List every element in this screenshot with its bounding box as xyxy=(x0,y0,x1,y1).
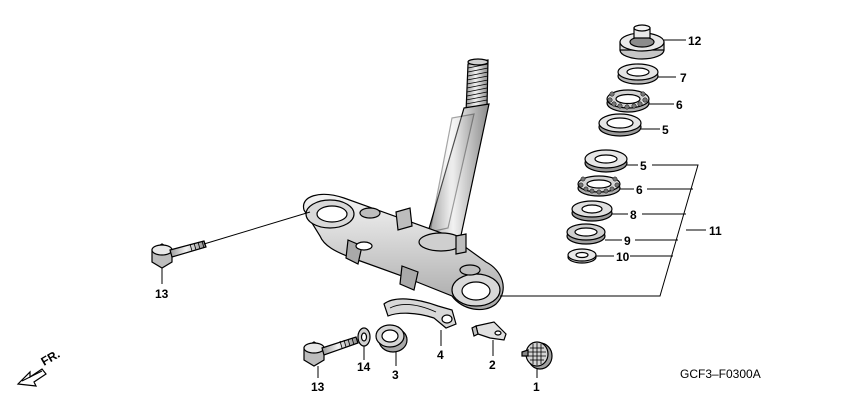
lower-bearing-stack xyxy=(566,149,628,264)
callout-3: 3 xyxy=(392,368,399,382)
steering-stem xyxy=(302,58,504,311)
leader-lines xyxy=(161,39,706,378)
dust-seal-part-7 xyxy=(617,63,659,85)
callout-11: 11 xyxy=(709,224,722,238)
callout-8: 8 xyxy=(630,208,637,222)
bearing-race-part-8 xyxy=(571,200,613,222)
callout-2: 2 xyxy=(489,358,496,372)
bearing-race-part-5-upper xyxy=(598,113,642,137)
callout-5-lower: 5 xyxy=(640,159,647,173)
guide-part-3 xyxy=(375,324,408,353)
callout-4: 4 xyxy=(437,348,444,362)
callout-10: 10 xyxy=(616,250,630,264)
callout-13-lower: 13 xyxy=(311,380,325,394)
washer-part-14 xyxy=(357,327,371,347)
callout-labels: 12 7 6 5 5 6 8 9 10 11 13 13 14 3 4 2 1 xyxy=(155,34,722,394)
front-marker-label: FR. xyxy=(39,347,63,369)
callout-6-upper: 6 xyxy=(676,98,683,112)
bearing-race-part-5-lower xyxy=(584,149,628,173)
dust-seal-part-9 xyxy=(566,223,606,245)
callout-6-lower: 6 xyxy=(636,183,643,197)
callout-14: 14 xyxy=(357,360,371,374)
ball-bearing-part-6-upper xyxy=(606,89,650,113)
washer-part-10 xyxy=(567,248,597,264)
cable-guide-part-4 xyxy=(383,298,457,329)
front-direction-marker: FR. xyxy=(16,347,63,387)
bolt-part-13-lower xyxy=(303,336,359,367)
callout-1: 1 xyxy=(533,380,540,394)
callout-13-upper: 13 xyxy=(155,287,169,301)
upper-bearing-stack xyxy=(598,24,665,137)
cap-part-1 xyxy=(521,341,553,370)
bracket-part-2 xyxy=(471,321,507,341)
ball-bearing-part-6-lower xyxy=(577,175,621,197)
bolt-part-13-upper xyxy=(151,240,207,269)
diagram-code: GCF3–F0300A xyxy=(680,367,761,381)
callout-5-upper: 5 xyxy=(662,123,669,137)
adjusting-nut-part-12 xyxy=(619,24,665,60)
callout-7: 7 xyxy=(680,71,687,85)
callout-12: 12 xyxy=(688,34,702,48)
callout-9: 9 xyxy=(624,234,631,248)
